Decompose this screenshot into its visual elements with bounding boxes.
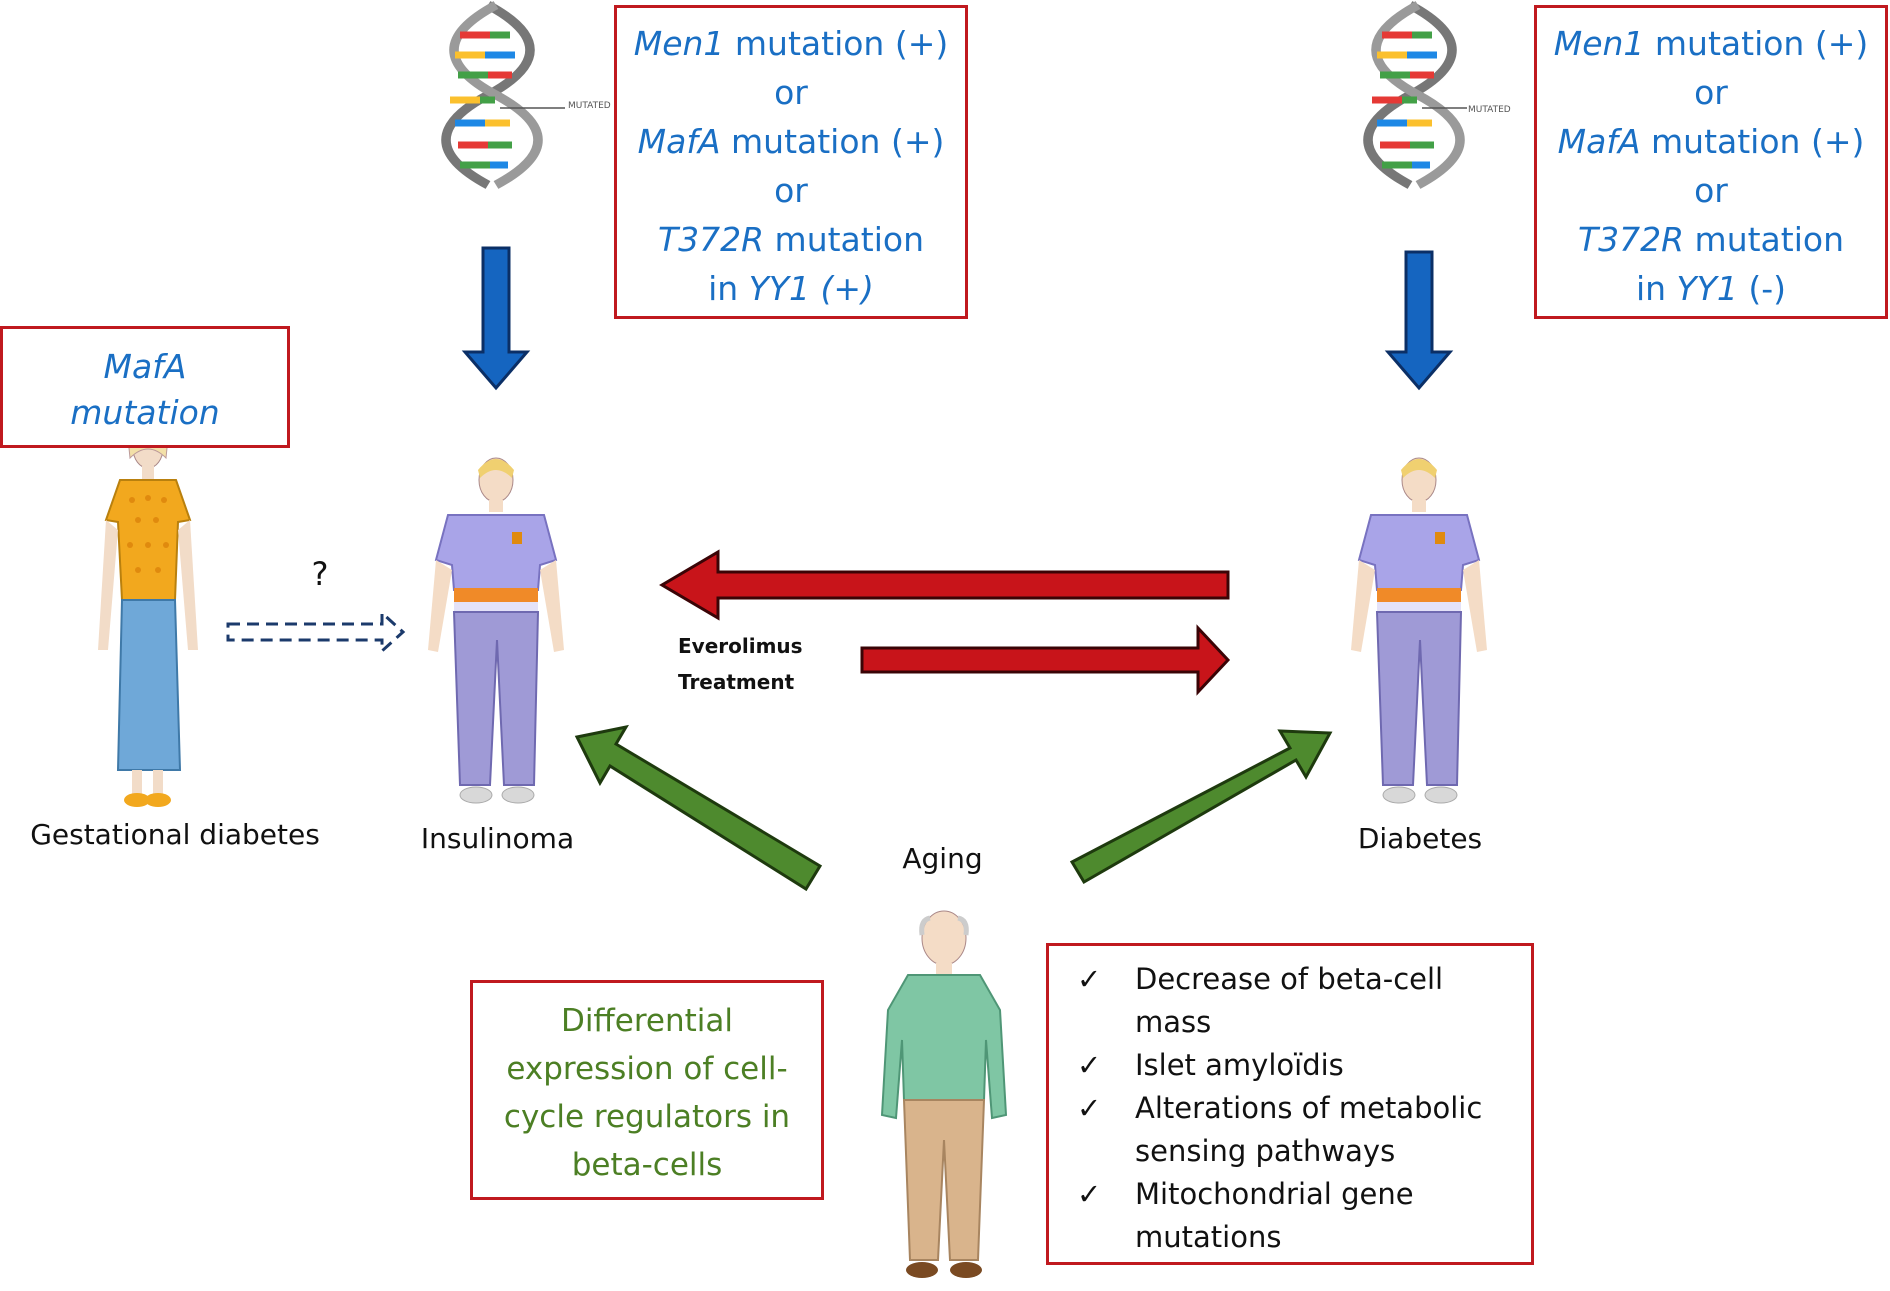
- gene-line-4: in YY1 (+): [708, 269, 874, 308]
- checkmark-icon: ✓: [1077, 1048, 1102, 1082]
- mafa-mutation-box: MafA mutation: [0, 326, 290, 448]
- aging-label: Aging: [902, 842, 983, 875]
- insulinoma-label: Insulinoma: [420, 822, 575, 855]
- gene-line-4: in YY1 (-): [1635, 269, 1787, 308]
- everolimus-label-line2: Treatment: [678, 670, 795, 694]
- checkmark-icon: ✓: [1077, 1177, 1102, 1211]
- red-arrow-left: [659, 549, 1230, 621]
- gene-line-2: MafA mutation (+): [637, 122, 945, 161]
- mafa-line-1: MafA: [103, 347, 187, 386]
- green-arrow-left: [574, 724, 823, 892]
- gene-or-1: or: [1694, 73, 1728, 112]
- gene-line-1: Men1 mutation (+): [1553, 24, 1869, 63]
- gene-line-2: MafA mutation (+): [1557, 122, 1865, 161]
- gene-or-2: or: [1694, 171, 1728, 210]
- gene-line-3: T372R mutation: [657, 220, 924, 259]
- dna-helix-icon-left: [441, 1, 565, 189]
- dna-mutated-label-left: MUTATED: [568, 101, 611, 111]
- gene-line-3: T372R mutation: [1577, 220, 1844, 259]
- blue-down-arrow-right: [1384, 250, 1454, 391]
- gene-line-1: Men1 mutation (+): [633, 24, 949, 63]
- mafa-line-2: mutation: [70, 393, 220, 432]
- gene-box-left: Men1 mutation (+) or MafA mutation (+) o…: [614, 5, 968, 319]
- diabetes-patient-icon: [1351, 457, 1487, 804]
- green-line-4: beta-cells: [571, 1147, 723, 1183]
- gene-box-right: Men1 mutation (+) or MafA mutation (+) o…: [1534, 5, 1888, 319]
- gene-or-1: or: [774, 73, 808, 112]
- aging-effects-checklist-box: ✓ Decrease of beta-cell mass ✓ Islet amy…: [1046, 943, 1534, 1265]
- question-mark: ?: [311, 555, 329, 593]
- green-line-1: Differential: [560, 1003, 734, 1039]
- green-line-3: cycle regulators in: [503, 1099, 791, 1135]
- blue-down-arrow-left: [461, 246, 531, 391]
- gene-or-2: or: [774, 171, 808, 210]
- green-arrow-right: [1069, 729, 1333, 885]
- red-arrow-right: [860, 624, 1231, 696]
- woman-figure-icon: [98, 426, 198, 807]
- green-line-2: expression of cell-: [506, 1051, 788, 1087]
- insulinoma-patient-icon: [428, 457, 564, 804]
- diabetes-label: Diabetes: [1357, 822, 1483, 855]
- gestational-diabetes-label: Gestational diabetes: [30, 818, 320, 851]
- dna-helix-icon-right: [1363, 1, 1467, 189]
- dna-mutated-label-right: MUTATED: [1468, 105, 1511, 115]
- cell-cycle-regulators-box: Differential expression of cell- cycle r…: [470, 980, 824, 1200]
- dashed-arrow-icon: [226, 609, 406, 655]
- elderly-man-icon: [880, 910, 1008, 1278]
- checkmark-icon: ✓: [1077, 962, 1102, 996]
- everolimus-label-line1: Everolimus: [678, 634, 803, 658]
- checkmark-icon: ✓: [1077, 1091, 1102, 1125]
